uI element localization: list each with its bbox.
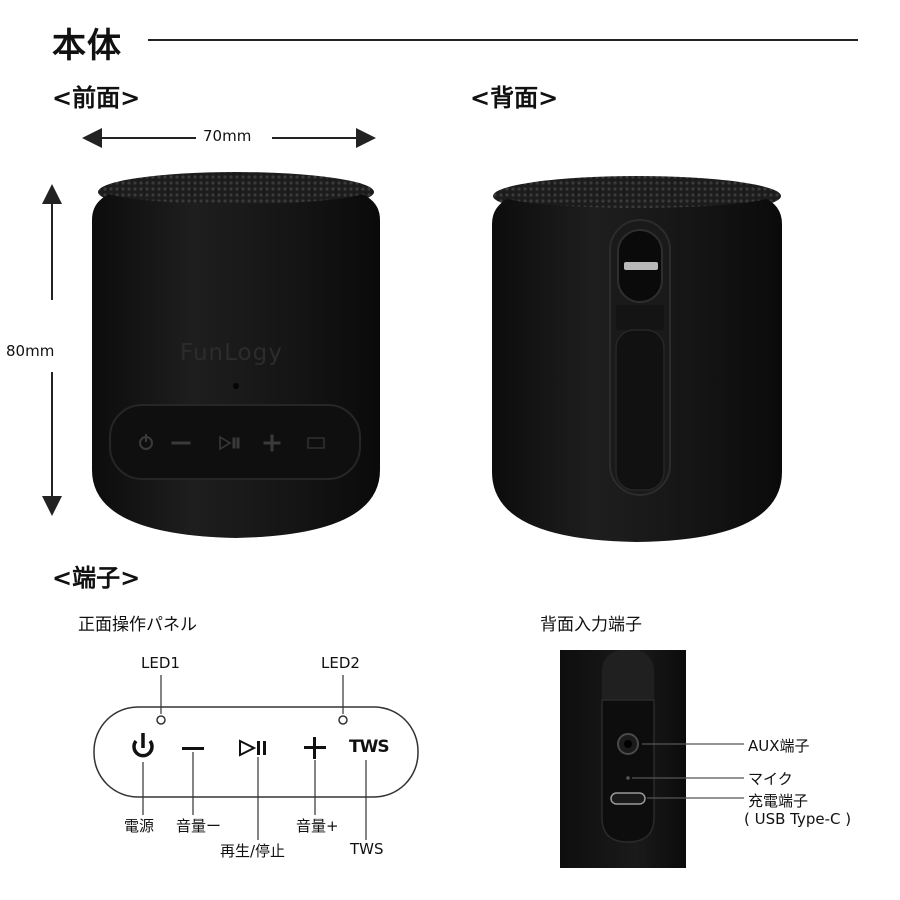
title-divider — [148, 39, 858, 41]
mic-label: マイク — [748, 770, 793, 788]
mic-hole — [626, 776, 630, 780]
usb-c-port — [610, 792, 646, 805]
plus-icon — [304, 737, 326, 759]
tws-icon: TWS — [349, 737, 390, 757]
rear-port-photo — [560, 650, 686, 868]
power-icon — [132, 733, 154, 758]
power-label: 電源 — [124, 817, 155, 835]
rear-leader-lines — [632, 743, 744, 799]
control-leader-lines — [142, 752, 367, 840]
charge-label: 充電端子 — [748, 792, 809, 810]
play-pause-label: 再生/停止 — [220, 842, 286, 860]
control-panel-outline — [93, 706, 419, 798]
volume-down-label: 音量ー — [176, 817, 222, 835]
rear-ports-title: 背面入力端子 — [540, 615, 642, 635]
front-speaker — [92, 172, 380, 538]
front-section-heading: <前面> — [52, 84, 141, 112]
brand-logo: FunLogy — [180, 340, 283, 366]
control-panel-title: 正面操作パネル — [78, 615, 197, 635]
aux-label: AUX端子 — [748, 737, 810, 755]
charge-type-label: ( USB Type-C ) — [744, 810, 852, 828]
tws-label: TWS — [350, 840, 384, 858]
back-section-heading: <背面> — [470, 84, 559, 112]
led1-indicator — [156, 715, 166, 725]
play-pause-icon — [239, 739, 266, 757]
height-dimension-label: 80mm — [6, 342, 55, 360]
back-speaker — [492, 176, 782, 542]
minus-icon — [182, 747, 204, 750]
width-dimension-label: 70mm — [203, 127, 252, 145]
page-title: 本体 — [52, 26, 122, 66]
led2-indicator — [338, 715, 348, 725]
volume-up-label: 音量+ — [296, 817, 339, 835]
terminals-section-heading: <端子> — [52, 564, 141, 592]
led2-label: LED2 — [321, 654, 360, 672]
led1-label: LED1 — [141, 654, 180, 672]
